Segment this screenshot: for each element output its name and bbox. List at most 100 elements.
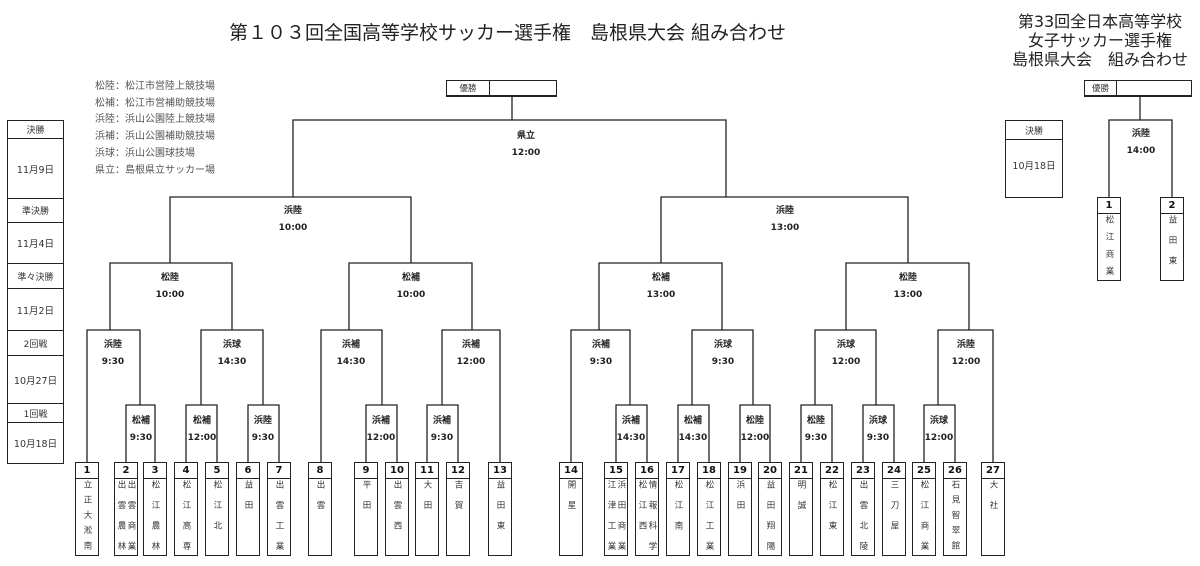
schedule-round: 準々決勝 (8, 264, 63, 289)
team-name: 益田東 (1167, 215, 1177, 277)
team-number: 16 (636, 463, 658, 479)
match-label-r2: 浜球 14:30 (202, 337, 262, 371)
schedule-round: 2回戦 (8, 331, 63, 356)
champion-box: 優勝 (446, 80, 557, 97)
venue-legend-item: 浜陸：浜山公園陸上競技場 (95, 114, 215, 126)
match-label-qf: 松陸 10:00 (140, 270, 200, 304)
team-number: 11 (416, 463, 438, 479)
bracket-line-r1 (923, 404, 956, 462)
match-time: 12:00 (366, 433, 396, 443)
venue-legend-item: 松陸：松江市営陸上競技場 (95, 81, 215, 92)
team-name: 松江商業 (1104, 215, 1114, 280)
match-label-r1: 浜補 12:00 (351, 413, 411, 447)
team-name: 出雲 (315, 480, 325, 521)
match-time: 12:00 (951, 357, 981, 367)
team-names: 出雲西 (386, 479, 408, 555)
women-title-line: 女子サッカー選手権 (1027, 31, 1172, 50)
team-names: 浜田商業江津工業 (605, 479, 627, 555)
match-time: 9:30 (101, 357, 125, 367)
team-number: 10 (386, 463, 408, 479)
team-name: 開星 (566, 480, 576, 521)
bracket-line-sf (169, 196, 412, 263)
match-venue: 浜補 (461, 340, 480, 350)
bracket-line-women-final (1108, 96, 1173, 197)
team-names: 出雲 (309, 479, 331, 555)
women-title-line: 第33回全日本高等学校 (1017, 12, 1183, 31)
team-name: 出雲農林 (116, 480, 126, 555)
match-time: 14:30 (616, 433, 646, 443)
match-venue: 浜球 (929, 416, 948, 426)
match-time: 9:30 (804, 433, 828, 443)
match-venue: 松補 (651, 273, 670, 283)
match-venue: 浜補 (432, 416, 451, 426)
bracket-line-r2 (200, 329, 264, 405)
team-names: 益田 (237, 479, 259, 555)
team-name: 平田 (361, 480, 371, 521)
team-names: 松江南 (667, 479, 689, 555)
bracket-line-r2 (86, 329, 141, 462)
match-label-r1: 松補 9:30 (111, 413, 171, 447)
bracket-line-sf (660, 196, 909, 263)
match-venue: 浜補 (341, 340, 360, 350)
match-label-r1: 松補 14:30 (663, 413, 723, 447)
bracket-line-qf (598, 262, 723, 330)
match-venue: 松補 (683, 416, 702, 426)
team-number: 3 (144, 463, 166, 479)
match-time: 9:30 (129, 433, 153, 443)
page-title: 第１０３回全国高等学校サッカー選手権 島根県大会 組み合わせ (228, 22, 787, 44)
team-name: 益田翔陽 (765, 480, 775, 555)
team-name: 浜田 (735, 480, 745, 521)
team-name: 出雲北陵 (858, 480, 868, 555)
team-names: 松江商業 (1098, 214, 1120, 280)
match-time: 9:30 (589, 357, 613, 367)
team-name: 情報科学 (647, 480, 657, 555)
team-names: 大田 (416, 479, 438, 555)
match-venue: 浜球 (836, 340, 855, 350)
match-time: 13:00 (646, 290, 676, 300)
team-name: 江津工業 (606, 480, 616, 555)
team-names: 益田東 (1161, 214, 1183, 280)
match-label-sf: 浜陸 13:00 (755, 203, 815, 237)
team-number: 27 (982, 463, 1004, 479)
team-names: 出雲商業出雲農林 (115, 479, 137, 555)
team-name: 益田 (243, 480, 253, 521)
team-names: 情報科学松江西 (636, 479, 658, 555)
schedule-table: 決勝 11月9日 準決勝 11月4日 準々決勝 11月2日 2回戦 10月27日… (7, 120, 64, 464)
team-name: 浜田商業 (616, 480, 626, 555)
match-venue: 浜陸 (103, 340, 122, 350)
team-number: 15 (605, 463, 627, 479)
team-names: 益田東 (489, 479, 511, 555)
team-number: 25 (913, 463, 935, 479)
match-time: 14:30 (336, 357, 366, 367)
match-venue: 松陸 (160, 273, 179, 283)
match-venue: 松補 (401, 273, 420, 283)
match-venue: 浜陸 (1131, 129, 1150, 139)
team-number: 4 (175, 463, 197, 479)
match-venue: 松陸 (806, 416, 825, 426)
team-name: 松江北 (212, 480, 222, 542)
women-schedule-table: 決勝 10月18日 (1005, 120, 1063, 198)
schedule-round: 決勝 (1006, 121, 1062, 140)
team-number: 8 (309, 463, 331, 479)
match-label-r1: 浜球 12:00 (909, 413, 969, 447)
match-label-r1: 松補 12:00 (172, 413, 232, 447)
bracket-line-qf (109, 262, 233, 330)
team-name: 松江商業 (919, 480, 929, 555)
team-name: 松江西 (637, 480, 647, 542)
bracket-line-r1 (365, 404, 398, 462)
team-number: 7 (268, 463, 290, 479)
team-number: 19 (729, 463, 751, 479)
